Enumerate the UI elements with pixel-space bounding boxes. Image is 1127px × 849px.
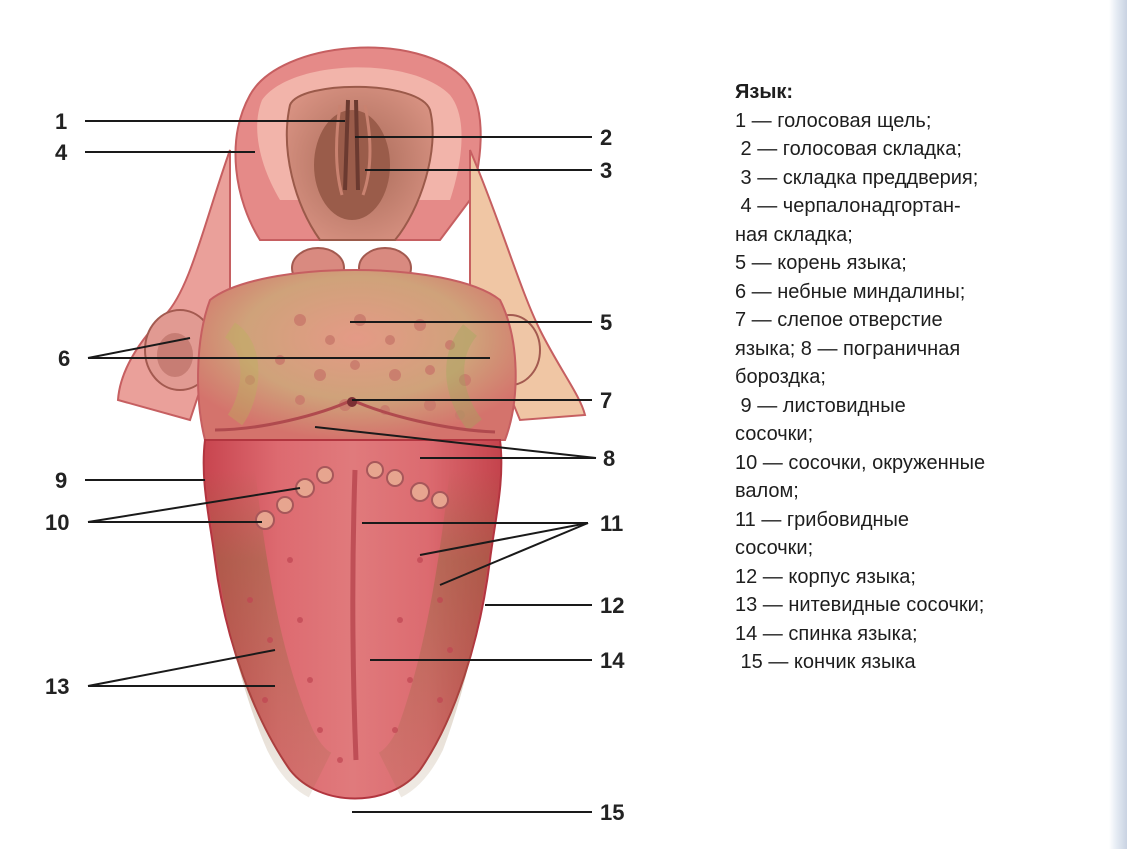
tongue-illustration: [0, 0, 700, 849]
label-14: 14: [600, 650, 624, 672]
legend-line: 11 — грибовидные: [735, 506, 1105, 535]
label-15: 15: [600, 802, 624, 824]
label-1: 1: [55, 111, 67, 133]
legend-line: языка; 8 — пограничная: [735, 335, 1105, 364]
legend-line: бороздка;: [735, 363, 1105, 392]
label-11: 11: [600, 513, 623, 535]
label-5: 5: [600, 312, 612, 334]
legend-line: 7 — слепое отверстие: [735, 306, 1105, 335]
legend-line: 6 — небные миндалины;: [735, 278, 1105, 307]
legend-line: 5 — корень языка;: [735, 249, 1105, 278]
legend-line: 10 — сосочки, окруженные: [735, 449, 1105, 478]
label-4: 4: [55, 142, 67, 164]
label-3: 3: [600, 160, 612, 182]
legend-line: 1 — голосовая щель;: [735, 107, 1105, 136]
legend-line: 14 — спинка языка;: [735, 620, 1105, 649]
legend-line: 9 — листовидные: [735, 392, 1105, 421]
legend-line: 15 — кончик языка: [735, 648, 1105, 677]
label-6: 6: [58, 348, 70, 370]
label-10: 10: [45, 512, 69, 534]
legend-line: валом;: [735, 477, 1105, 506]
label-8: 8: [603, 448, 615, 470]
label-13: 13: [45, 676, 69, 698]
legend-line: ная складка;: [735, 221, 1105, 250]
legend-line: 4 — черпалонадгортан-: [735, 192, 1105, 221]
label-7: 7: [600, 390, 612, 412]
legend-line: сосочки;: [735, 420, 1105, 449]
legend-line: сосочки;: [735, 534, 1105, 563]
legend-line: 12 — корпус языка;: [735, 563, 1105, 592]
label-12: 12: [600, 595, 624, 617]
legend: Язык: 1 — голосовая щель; 2 — голосовая …: [735, 78, 1105, 677]
legend-line: 3 — складка преддверия;: [735, 164, 1105, 193]
legend-title: Язык:: [735, 78, 1105, 107]
legend-line: 13 — нитевидные сосочки;: [735, 591, 1105, 620]
legend-line: 2 — голосовая складка;: [735, 135, 1105, 164]
label-9: 9: [55, 470, 67, 492]
label-2: 2: [600, 127, 612, 149]
page-edge: [1109, 0, 1127, 849]
